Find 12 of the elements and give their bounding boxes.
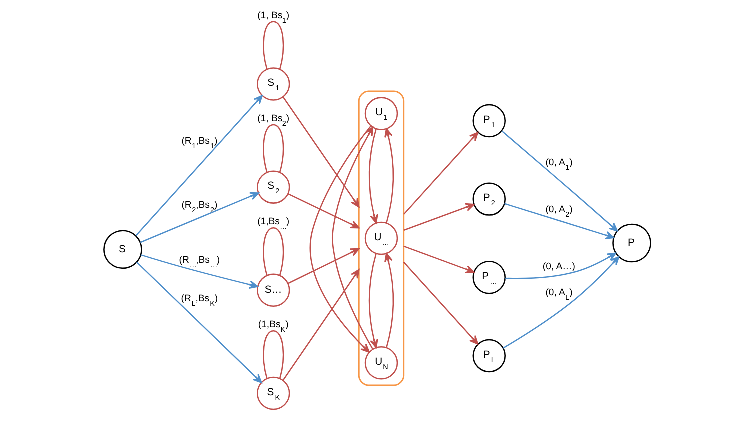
edge-label: (1, Bs$_{2}$)	[258, 113, 290, 128]
edge-label: (R$_{L}$,Bs$_{K}$)	[181, 293, 218, 308]
edge-label: (R$_{…}$,Bs$_{…}$)	[179, 254, 220, 270]
edge-label: (0, A$_{1}$)	[546, 157, 573, 172]
edge-label: (0, A$_{L}$)	[546, 288, 573, 302]
edge-label: (0, A$_{2}$)	[546, 204, 573, 220]
edge-label: (R$_{1}$,Bs$_{1}$)	[182, 136, 218, 150]
edge-label: (R$_{2}$,Bs$_{2}$)	[182, 200, 218, 214]
edge-label: (1,Bs$_{K}$)	[258, 320, 289, 334]
edge-label: (1, Bs$_{1}$)	[258, 10, 290, 25]
edge-label: (0, A…)	[542, 261, 576, 272]
edge-label: (1,Bs$_{…}$)	[258, 216, 290, 232]
